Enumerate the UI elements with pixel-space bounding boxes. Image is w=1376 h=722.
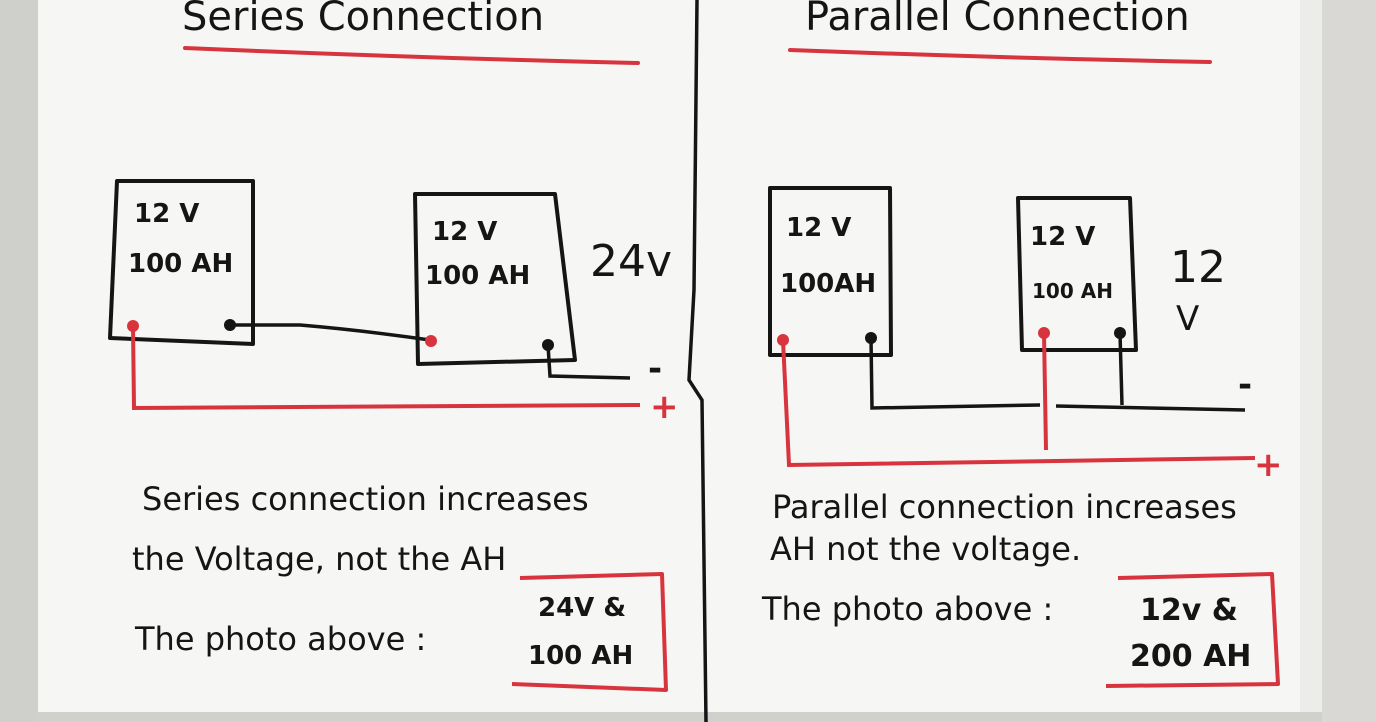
series-positive-wire bbox=[131, 325, 641, 411]
parallel-terminal-b-negative bbox=[1114, 327, 1126, 339]
board-frame-left bbox=[0, 0, 40, 722]
series-battery-a-capacity: 100 AH bbox=[128, 249, 233, 279]
center-divider-line bbox=[687, 0, 708, 722]
series-result-line-1: 24V & bbox=[538, 593, 626, 623]
parallel-battery-a-capacity: 100AH bbox=[780, 269, 876, 299]
board-frame-right bbox=[1318, 0, 1376, 722]
parallel-title: Parallel Connection bbox=[805, 0, 1190, 40]
series-negative-wire bbox=[546, 344, 631, 380]
board-surface bbox=[38, 0, 1322, 722]
parallel-battery-a-voltage: 12 V bbox=[786, 213, 851, 243]
series-link-wire bbox=[230, 323, 431, 342]
series-result-line-2: 100 AH bbox=[528, 641, 633, 671]
parallel-plus-sign: + bbox=[1254, 445, 1283, 485]
parallel-battery-b-voltage: 12 V bbox=[1030, 222, 1095, 252]
series-battery-b-capacity: 100 AH bbox=[425, 261, 530, 291]
parallel-terminal-b-positive bbox=[1038, 327, 1050, 339]
parallel-result-line-2: 200 AH bbox=[1130, 639, 1251, 674]
parallel-total-value: 12 bbox=[1170, 242, 1226, 293]
series-battery-a-voltage: 12 V bbox=[134, 199, 199, 229]
parallel-terminal-a-negative bbox=[865, 332, 877, 344]
series-photo-label: The photo above : bbox=[134, 620, 426, 658]
parallel-minus-sign: - bbox=[1238, 365, 1252, 405]
series-plus-sign: + bbox=[650, 387, 679, 427]
parallel-title-underline bbox=[788, 48, 1212, 64]
series-battery-a bbox=[108, 179, 255, 346]
parallel-result-line-1: 12v & bbox=[1140, 593, 1238, 628]
series-battery-b bbox=[413, 192, 577, 366]
board-right-edge bbox=[1300, 0, 1322, 722]
board-bottom-tray bbox=[38, 712, 1322, 722]
parallel-result-box bbox=[1105, 572, 1280, 688]
parallel-photo-label: The photo above : bbox=[761, 590, 1053, 628]
series-note-line-1: Series connection increases bbox=[142, 480, 589, 518]
parallel-battery-b-capacity: 100 AH bbox=[1032, 279, 1113, 303]
parallel-terminal-a-positive bbox=[777, 334, 789, 346]
series-terminal-b-positive bbox=[425, 335, 437, 347]
parallel-total-unit: V bbox=[1176, 299, 1199, 339]
parallel-note-line-1: Parallel connection increases bbox=[772, 488, 1237, 526]
series-note-line-2: the Voltage, not the AH bbox=[132, 540, 506, 578]
series-terminal-b-negative bbox=[542, 339, 554, 351]
parallel-negative-wire bbox=[869, 332, 1246, 412]
parallel-battery-a bbox=[768, 186, 893, 357]
parallel-battery-b bbox=[1016, 196, 1138, 352]
parallel-positive-wire bbox=[781, 332, 1256, 468]
series-battery-b-voltage: 12 V bbox=[432, 217, 497, 247]
series-title-underline bbox=[183, 46, 640, 65]
series-terminal-a-positive bbox=[127, 320, 139, 332]
series-terminal-a-negative bbox=[224, 319, 236, 331]
parallel-note-line-2: AH not the voltage. bbox=[770, 530, 1081, 568]
series-result-box bbox=[511, 572, 668, 692]
series-total-voltage: 24v bbox=[590, 236, 672, 287]
series-minus-sign: - bbox=[648, 349, 662, 389]
series-title: Series Connection bbox=[182, 0, 544, 40]
